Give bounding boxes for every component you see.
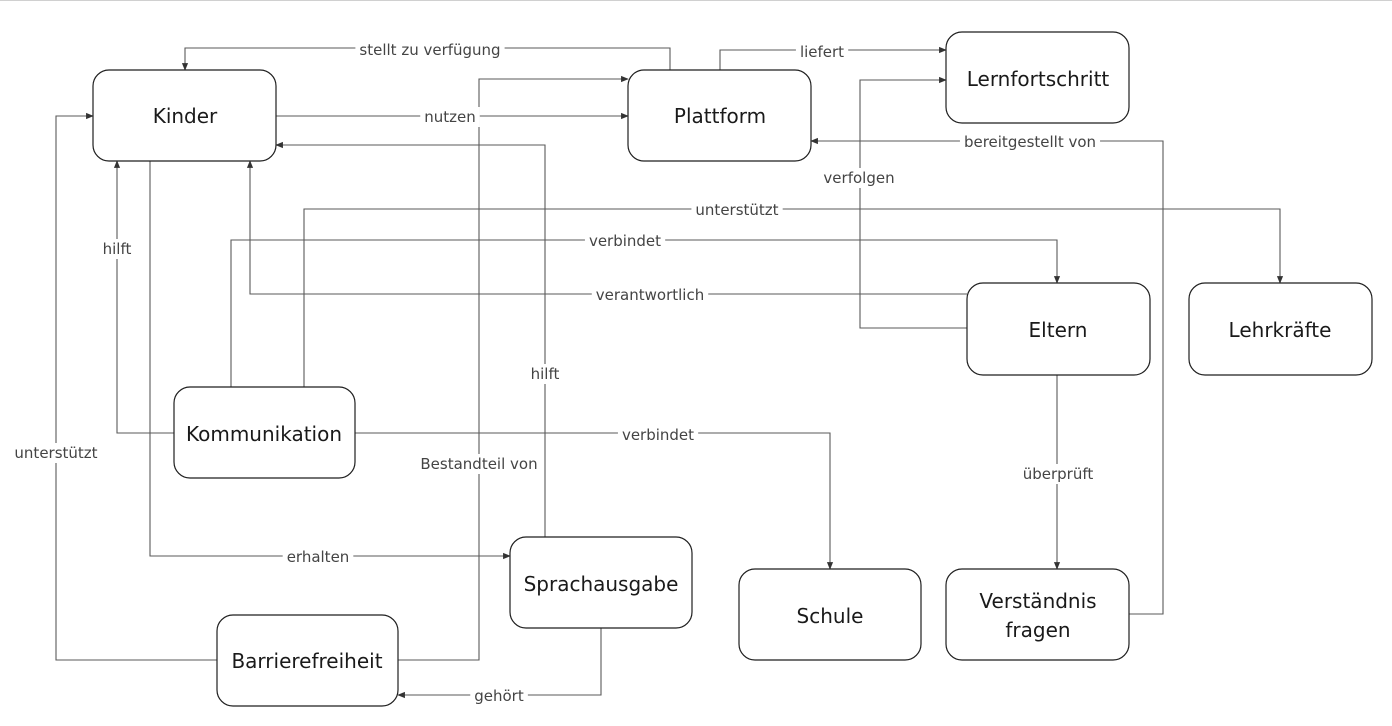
node-lernfortschritt-label: Lernfortschritt xyxy=(967,67,1110,91)
edge-bestandteil-von xyxy=(398,75,629,661)
label-ueberprueft: überprüft xyxy=(1023,465,1094,483)
node-eltern-label: Eltern xyxy=(1029,318,1088,342)
label-bg xyxy=(819,168,899,188)
node-lernfortschritt[interactable]: Lernfortschritt xyxy=(945,31,1130,124)
node-verstaendnisfragen-line2: fragen xyxy=(1005,618,1070,642)
node-eltern[interactable]: Eltern xyxy=(966,282,1151,376)
node-barrierefreiheit-label: Barrierefreiheit xyxy=(231,649,382,673)
edge-gehoert xyxy=(397,628,602,699)
label-bg xyxy=(795,42,849,62)
edge-hilft-mid xyxy=(275,141,546,537)
node-verstaendnisfragen-line1: Verständnis xyxy=(979,589,1096,613)
label-unterstuetzt-top: unterstützt xyxy=(695,201,778,219)
label-bg xyxy=(282,547,354,567)
edge-hilft-left xyxy=(113,160,174,434)
node-kommunikation[interactable]: Kommunikation xyxy=(173,386,356,479)
label-verbindet-schule: verbindet xyxy=(622,426,694,444)
edge-erhalten xyxy=(149,161,511,560)
node-sprachausgabe[interactable]: Sprachausgabe xyxy=(509,536,693,629)
node-lehrkraefte-label: Lehrkräfte xyxy=(1229,318,1332,342)
label-erhalten: erhalten xyxy=(287,548,350,566)
label-bg xyxy=(470,686,528,706)
label-bereitgestellt-von: bereitgestellt von xyxy=(964,133,1096,151)
label-liefert: liefert xyxy=(800,43,844,61)
label-bg xyxy=(10,443,102,463)
label-bg xyxy=(959,132,1101,152)
label-nutzen: nutzen xyxy=(424,108,476,126)
label-verbindet-top: verbindet xyxy=(589,232,661,250)
label-hilft-left: hilft xyxy=(103,240,132,258)
node-schule-label: Schule xyxy=(797,604,864,628)
node-schule[interactable]: Schule xyxy=(738,568,922,661)
label-bg xyxy=(1018,464,1098,484)
label-bg xyxy=(617,425,699,445)
edge-liefert xyxy=(719,46,947,70)
label-bg xyxy=(526,364,564,384)
label-bg xyxy=(98,239,136,259)
node-plattform-label: Plattform xyxy=(674,104,766,128)
edge-verbindet-schule xyxy=(355,432,834,570)
node-plattform[interactable]: Plattform xyxy=(627,69,812,162)
edge-unterstuetzt-left xyxy=(55,112,217,661)
edge-unterstuetzt-top xyxy=(303,208,1284,387)
label-bg xyxy=(584,231,666,251)
label-bg xyxy=(591,285,709,305)
node-kinder[interactable]: Kinder xyxy=(92,69,277,162)
label-bg xyxy=(691,200,783,220)
label-hilft-mid: hilft xyxy=(531,365,560,383)
edges xyxy=(55,46,1284,699)
node-sprachausgabe-label: Sprachausgabe xyxy=(524,572,679,596)
label-bg xyxy=(420,107,480,127)
node-verstaendnisfragen[interactable]: Verständnis fragen xyxy=(945,568,1130,661)
label-unterstuetzt-left: unterstützt xyxy=(14,444,97,462)
label-verfolgen: verfolgen xyxy=(823,169,894,187)
label-gehoert: gehört xyxy=(474,687,524,705)
node-barrierefreiheit[interactable]: Barrierefreiheit xyxy=(216,614,399,707)
label-stellt-zu-verfuegung: stellt zu verfügung xyxy=(359,41,500,59)
label-bg xyxy=(355,40,505,60)
label-verantwortlich: verantwortlich xyxy=(596,286,704,304)
node-kommunikation-label: Kommunikation xyxy=(186,422,342,446)
edge-labels: stellt zu verfügung liefert nutzen berei… xyxy=(10,40,1101,706)
edge-verfolgen xyxy=(859,76,967,329)
edge-bereitgestellt-von xyxy=(810,137,1164,615)
node-lehrkraefte[interactable]: Lehrkräfte xyxy=(1188,282,1373,376)
label-bestandteil-von: Bestandteil von xyxy=(420,455,537,473)
edge-verantwortlich xyxy=(246,160,967,295)
node-kinder-label: Kinder xyxy=(153,104,218,128)
label-bg xyxy=(416,454,542,474)
edge-verbindet-top xyxy=(230,239,1061,387)
